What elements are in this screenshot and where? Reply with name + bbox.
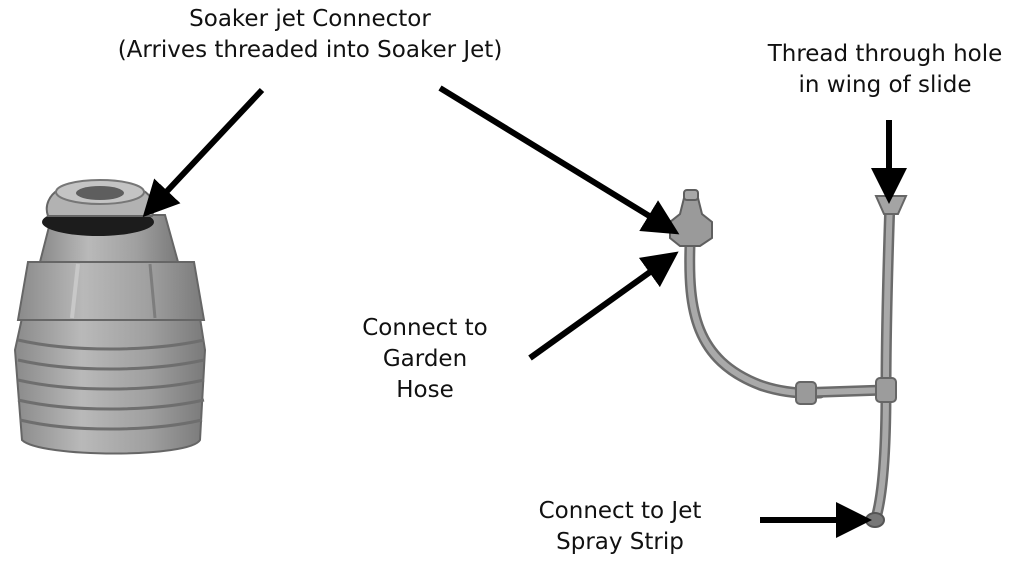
soaker-jet-part [669,189,908,528]
label-connector-line1: Soaker jet Connector [189,6,431,32]
label-thread-through-hole: Thread through hole in wing of slide [740,39,1029,101]
label-garden-line2: Garden [382,346,468,372]
label-jet-line1: Connect to Jet [538,498,702,524]
arrow-to-connector-part [142,87,265,218]
label-jet-line2: Spray Strip [556,529,684,555]
hose-connector-part [13,179,207,455]
label-thread-line1: Thread through hole [767,41,1003,67]
label-connector-line2: (Arrives threaded into Soaker Jet) [117,37,503,63]
label-thread-line2: in wing of slide [798,72,972,98]
label-connect-garden-hose: Connect to Garden Hose [330,313,520,406]
label-soaker-jet-connector: Soaker jet Connector (Arrives threaded i… [30,4,590,66]
label-connect-jet-spray-strip: Connect to Jet Spray Strip [505,496,735,558]
label-garden-line1: Connect to [362,315,488,341]
arrow-to-jet-connector [438,85,680,235]
label-garden-line3: Hose [396,377,454,403]
arrow-to-garden-hose [528,251,679,361]
